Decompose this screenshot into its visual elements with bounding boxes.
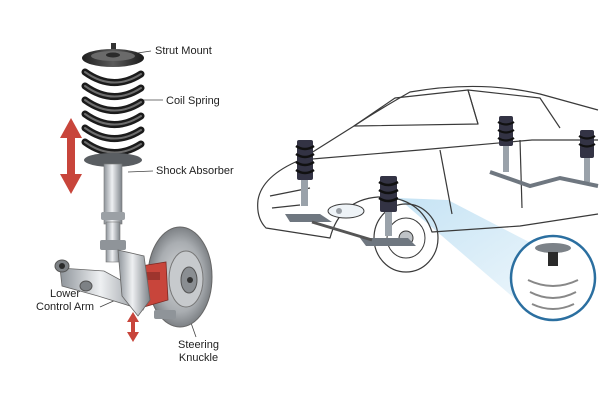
rear-axle [490, 172, 598, 186]
motion-arrow-up-down [60, 118, 82, 194]
rear-strut-right [579, 130, 595, 182]
rear-strut-left [498, 116, 514, 172]
label-steering-knuckle: Steering Knuckle [178, 339, 219, 365]
front-left-strut [285, 140, 332, 222]
label-strut-mount: Strut Mount [155, 45, 212, 58]
headlight-bulb [336, 208, 342, 214]
label-coil-spring: Coil Spring [166, 95, 220, 108]
label-shock-absorber: Shock Absorber [156, 165, 234, 178]
label-lower-control-arm: Lower Control Arm [36, 288, 94, 314]
shock-absorber [100, 164, 126, 262]
headlight [328, 204, 364, 218]
car-illustration [258, 86, 598, 320]
coil-spring [84, 72, 142, 167]
motion-arrow-knuckle [127, 312, 139, 342]
strut-mount [82, 43, 144, 67]
subframe-link [312, 222, 372, 240]
inset-magnifier [511, 236, 595, 320]
